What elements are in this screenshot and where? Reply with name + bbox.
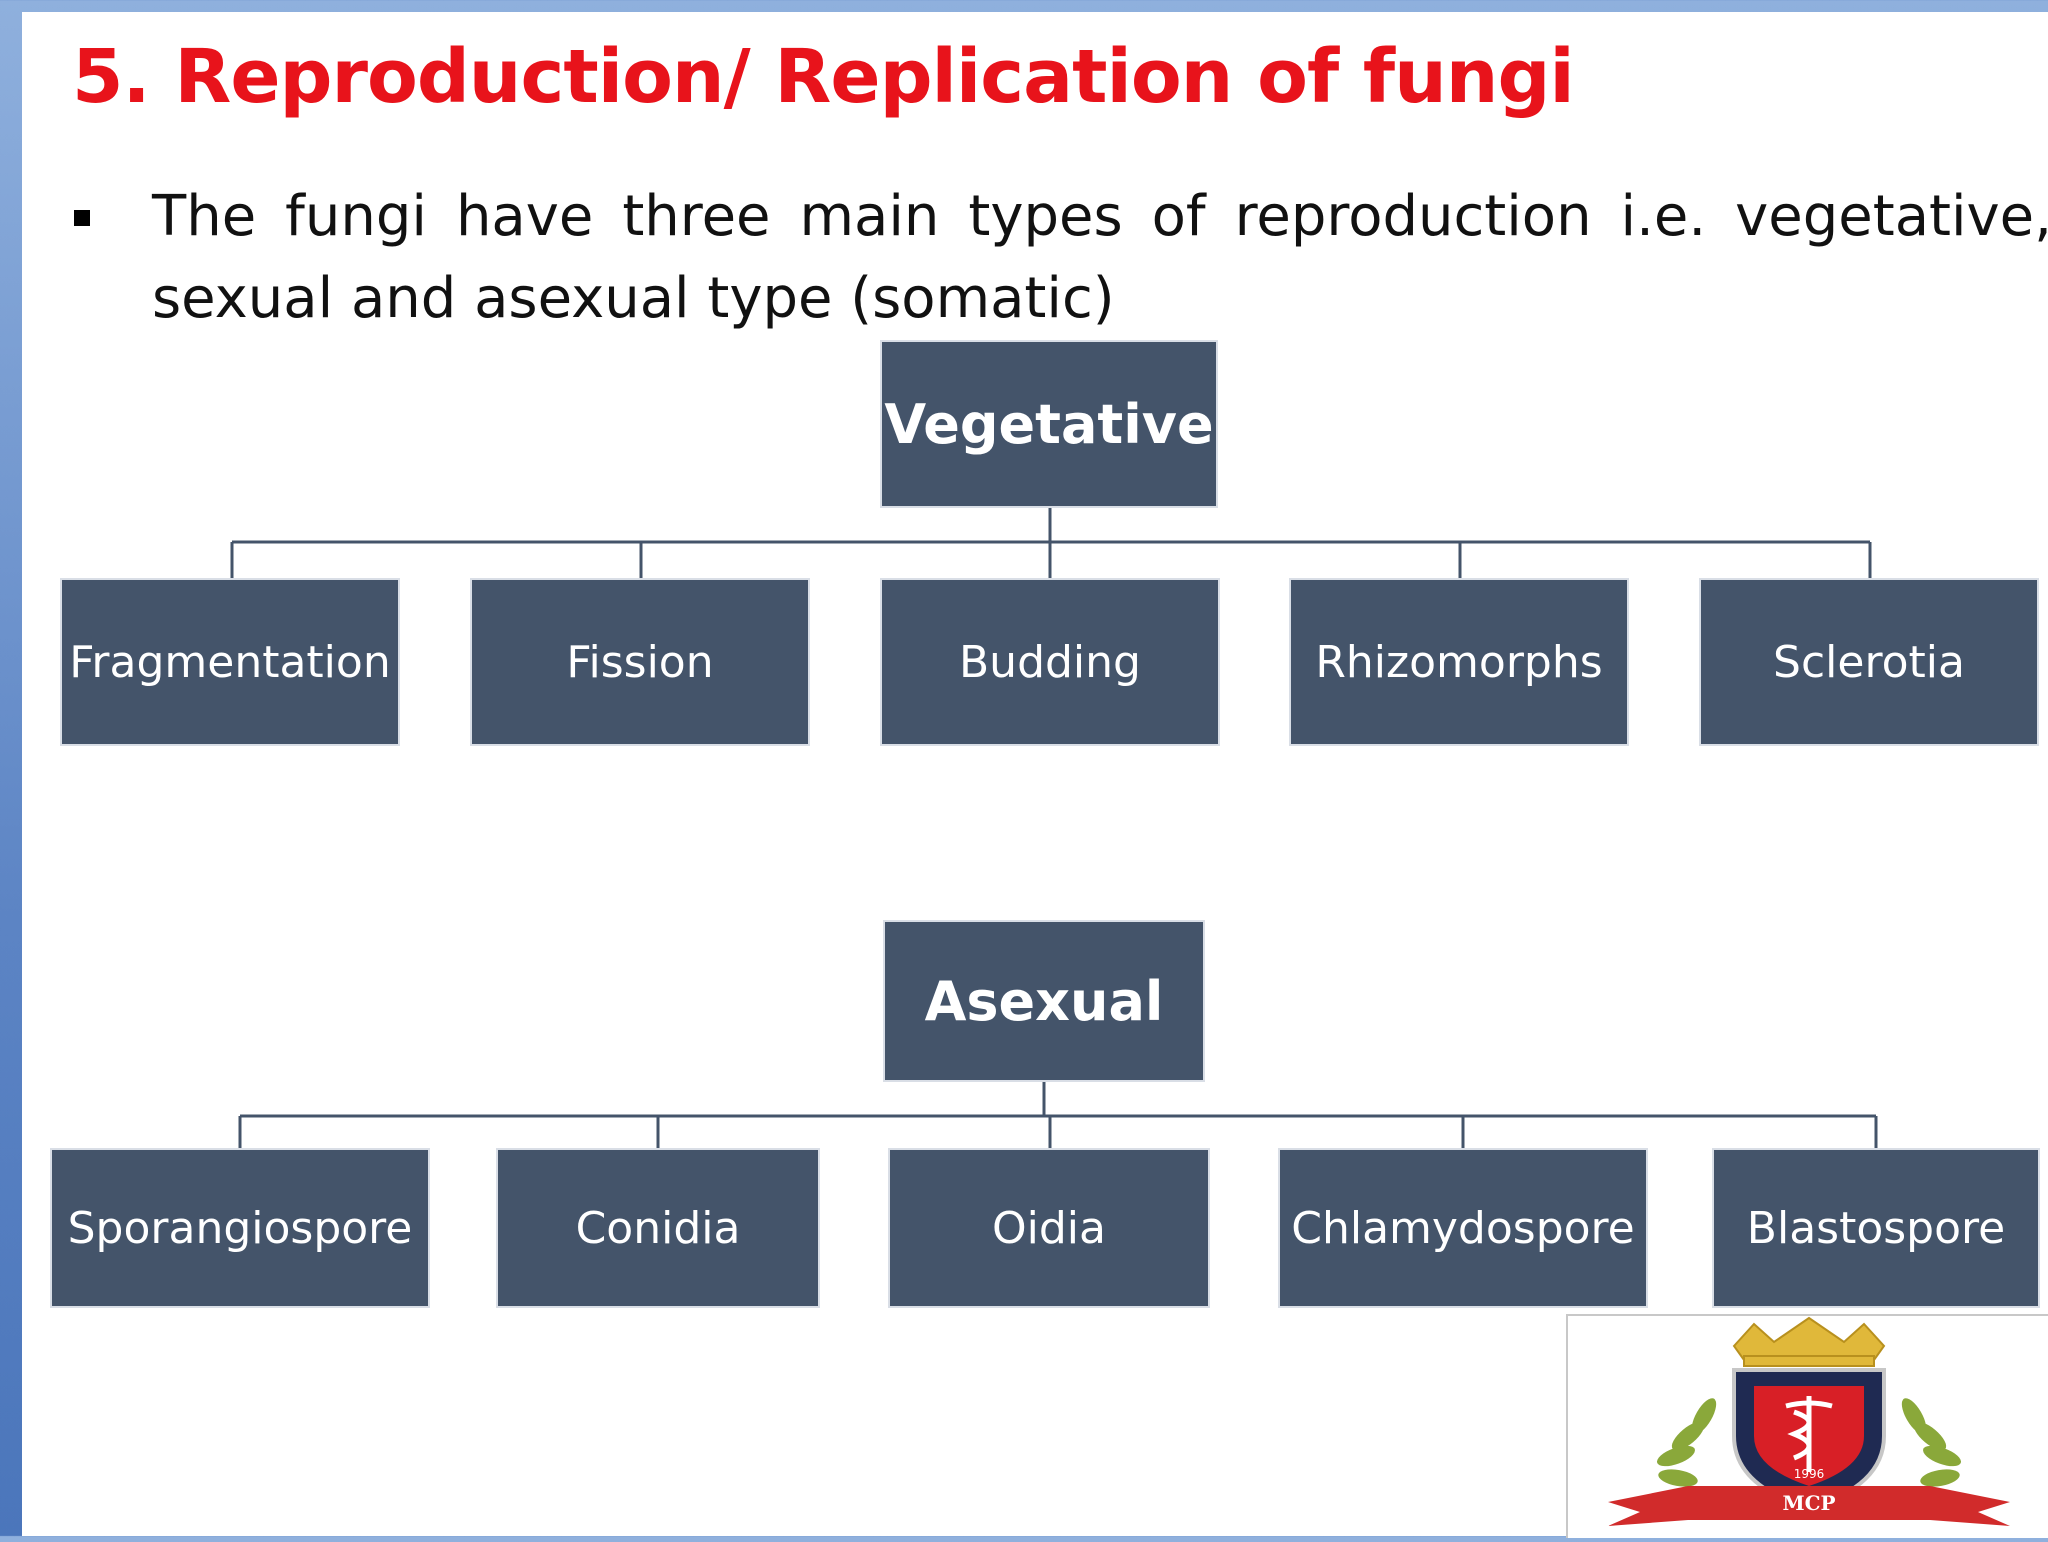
- node-asexual: Asexual: [883, 920, 1205, 1082]
- node-chlamydospore: Chlamydospore: [1278, 1148, 1648, 1308]
- bullet-word: main: [799, 184, 940, 249]
- bullet-word: fungi: [285, 184, 427, 249]
- node-conidia: Conidia: [496, 1148, 820, 1308]
- node-vegetative: Vegetative: [880, 340, 1218, 508]
- node-oidia: Oidia: [888, 1148, 1210, 1308]
- node-rhizomorphs: Rhizomorphs: [1289, 578, 1629, 746]
- bullet-word: three: [622, 184, 771, 249]
- node-fission: Fission: [470, 578, 810, 746]
- bullet-word: vegetative,: [1735, 184, 2048, 249]
- bullet-word: i.e.: [1620, 184, 1707, 249]
- bullet-word: of: [1151, 184, 1206, 249]
- bullet-square-icon: [74, 210, 90, 226]
- logo-year: 1996: [1794, 1467, 1825, 1481]
- bullet-text-line1: The fungi have three main types of repro…: [152, 184, 2048, 249]
- logo-text: MCP: [1782, 1491, 1835, 1515]
- college-logo: MCP 1996: [1566, 1314, 2048, 1538]
- node-sclerotia: Sclerotia: [1699, 578, 2039, 746]
- bullet-word: reproduction: [1234, 184, 1592, 249]
- crest-icon: MCP 1996: [1608, 1316, 2010, 1526]
- bullet-word: The: [152, 184, 257, 249]
- node-fragmentation: Fragmentation: [60, 578, 400, 746]
- bullet-word: have: [455, 184, 594, 249]
- bullet-word: types: [968, 184, 1123, 249]
- slide-title: 5. Reproduction/ Replication of fungi: [72, 34, 1575, 120]
- node-blastospore: Blastospore: [1712, 1148, 2040, 1308]
- node-sporangiospore: Sporangiospore: [50, 1148, 430, 1308]
- node-budding: Budding: [880, 578, 1220, 746]
- bullet-text-line2: sexual and asexual type (somatic): [152, 266, 1115, 331]
